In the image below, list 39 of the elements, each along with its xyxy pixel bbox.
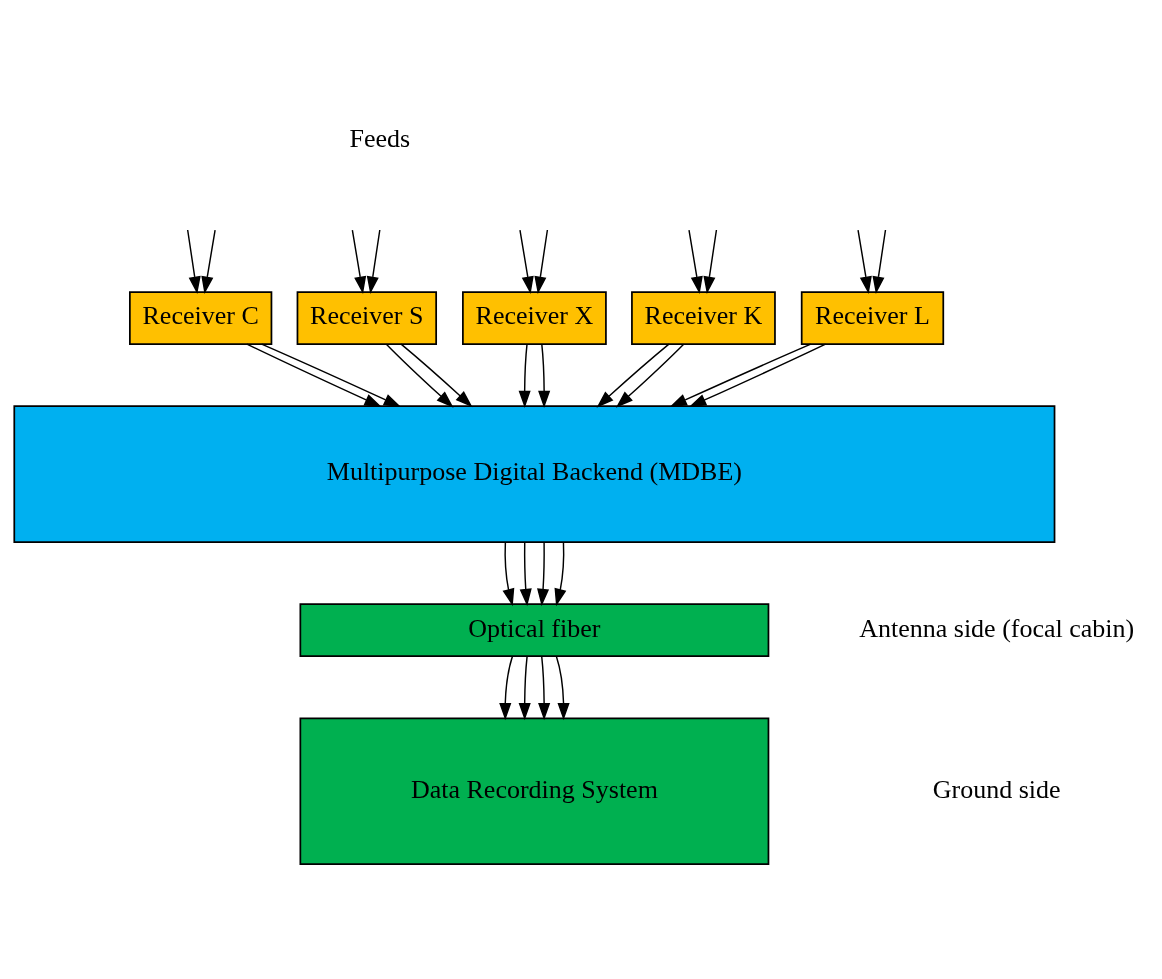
arrow xyxy=(351,229,367,294)
arrow xyxy=(499,655,514,721)
node-box: Receiver X xyxy=(462,291,607,345)
node-box: Receiver C xyxy=(129,291,273,345)
node-box: Receiver L xyxy=(800,291,945,345)
arrow xyxy=(502,541,515,607)
arrow xyxy=(596,343,670,408)
node-box: Data Recording System xyxy=(299,717,770,866)
arrow xyxy=(186,229,201,294)
node-box: Receiver S xyxy=(296,291,438,345)
arrow xyxy=(385,343,454,408)
arrow xyxy=(688,343,827,408)
arrow xyxy=(872,229,887,294)
node-box: Multipurpose Digital Backend (MDBE) xyxy=(13,405,1056,543)
arrow xyxy=(534,229,549,294)
arrow xyxy=(669,343,812,408)
arrow xyxy=(703,229,718,294)
label: Ground side xyxy=(932,774,1061,804)
arrow xyxy=(519,541,532,607)
label: Feeds xyxy=(349,124,411,154)
arrow xyxy=(538,655,551,721)
arrow xyxy=(260,343,402,408)
arrow xyxy=(519,229,534,294)
arrow xyxy=(537,541,550,607)
arrow xyxy=(857,229,872,294)
arrow xyxy=(555,655,570,721)
arrow xyxy=(538,343,551,408)
node-box: Optical fiber xyxy=(299,603,770,658)
arrow xyxy=(518,655,531,721)
arrow xyxy=(688,229,703,294)
label: Antenna side (focal cabin) xyxy=(859,613,1135,643)
arrow xyxy=(518,343,531,408)
arrow xyxy=(201,229,216,294)
arrow xyxy=(246,343,382,408)
arrow xyxy=(366,229,381,294)
arrow xyxy=(554,541,567,607)
arrow xyxy=(615,343,685,408)
arrow xyxy=(400,343,473,408)
node-box: Receiver K xyxy=(631,291,776,345)
